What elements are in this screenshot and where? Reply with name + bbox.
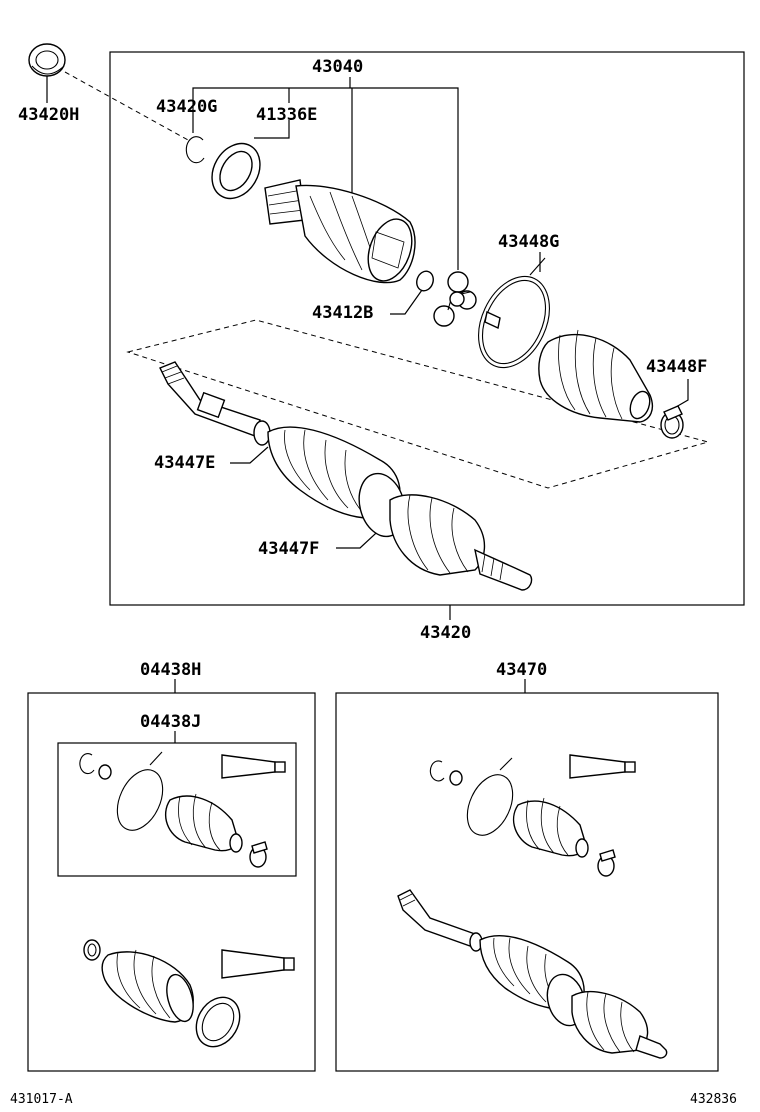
label-43447E: 43447E [154, 453, 215, 473]
kit-04438J-frame [57, 742, 297, 877]
label-43420: 43420 [420, 623, 471, 643]
label-43448G: 43448G [498, 232, 559, 252]
seal-dashed-leader [64, 71, 189, 141]
label-43447F: 43447F [258, 539, 319, 559]
sub-assembly-dashed-outline [126, 319, 710, 489]
oil-seal-43420H-part [28, 43, 66, 77]
label-43420H: 43420H [18, 105, 79, 125]
footer-left-code: 431017-A [10, 1092, 73, 1107]
label-43420G: 43420G [156, 97, 217, 117]
inboard-boot-part [538, 329, 654, 423]
label-43412B: 43412B [312, 303, 373, 323]
label-43470: 43470 [496, 660, 547, 680]
inboard-joint-housing-part [264, 179, 416, 284]
snap-ring-43420G-part [185, 136, 205, 164]
kit-04438J-contents [79, 751, 286, 868]
boot-band-43448G-part [478, 257, 550, 369]
tripod-joint-part [433, 271, 477, 327]
label-04438H: 04438H [140, 660, 201, 680]
kit-43470-contents [397, 754, 668, 1059]
ring-41336E-part [211, 142, 261, 200]
kit-04438H-contents [83, 939, 295, 1048]
label-43448F: 43448F [646, 357, 707, 377]
leader-lines [46, 76, 689, 743]
kit-04438H-frame [27, 692, 316, 1072]
clamp-43448F-part [660, 405, 684, 439]
label-43040: 43040 [312, 57, 363, 77]
kit-43470-frame [335, 692, 719, 1072]
footer-right-code: 432836 [690, 1092, 737, 1107]
drive-shaft-43420-part [159, 361, 533, 591]
label-04438J: 04438J [140, 712, 201, 732]
label-41336E: 41336E [256, 105, 317, 125]
main-assembly-frame [109, 51, 745, 606]
snap-ring-43412B-part [416, 270, 434, 292]
